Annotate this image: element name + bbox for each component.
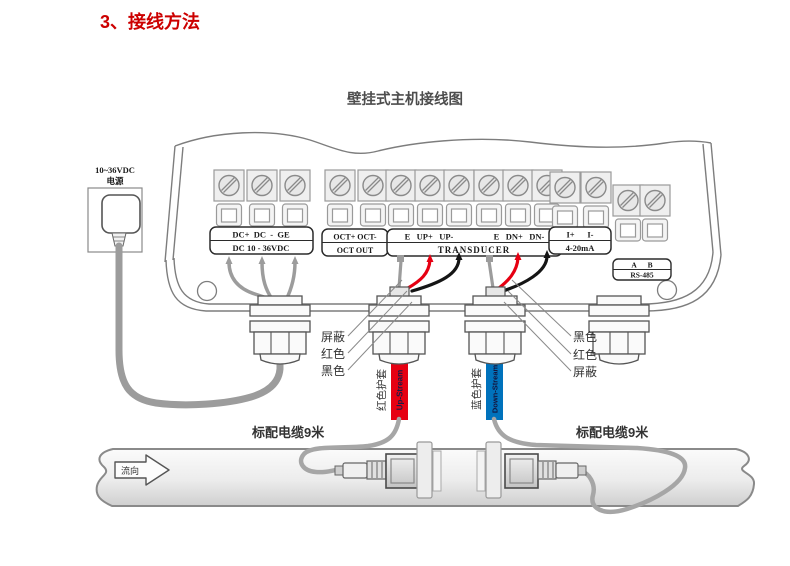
screw-hole-icon xyxy=(656,279,678,301)
cable-gland-1 xyxy=(249,295,311,365)
mounting-strap xyxy=(485,441,502,499)
svg-text:黑色: 黑色 xyxy=(321,364,345,378)
downstream-transducer xyxy=(476,441,587,499)
svg-text:DC 10 - 36VDC: DC 10 - 36VDC xyxy=(233,243,290,253)
wire-color-labels-right: 黑色 红色 屏蔽 xyxy=(503,279,597,379)
blue-sheath-label: 蓝色护套 xyxy=(470,368,483,410)
standard-cable-label-left: 标配电缆9米 xyxy=(251,425,325,440)
svg-text:I+ I-: I+ I- xyxy=(566,230,593,240)
oct-terminal-label: OCT+ OCT- OCT OUT xyxy=(321,228,389,257)
current-loop-terminal-label: I+ I- 4-20mA xyxy=(548,226,612,255)
upstream-transducer xyxy=(334,441,442,499)
cable-gland-4 xyxy=(588,295,650,365)
flow-label: 流向 xyxy=(121,465,139,476)
svg-text:4-20mA: 4-20mA xyxy=(566,243,596,253)
power-cable xyxy=(115,242,284,409)
adapter-body xyxy=(101,194,141,234)
svg-text:DC+ DC - GE: DC+ DC - GE xyxy=(232,230,290,240)
up-stream-label: Up-Stream xyxy=(396,370,405,410)
svg-text:屏蔽: 屏蔽 xyxy=(573,365,597,379)
svg-text:OCT+ OCT-: OCT+ OCT- xyxy=(333,233,376,242)
svg-text:A B: A B xyxy=(631,261,652,270)
svg-text:OCT OUT: OCT OUT xyxy=(337,246,374,255)
svg-text:红色: 红色 xyxy=(321,346,345,361)
screw-hole-icon xyxy=(196,280,218,302)
power-voltage-label: 10~36VDC xyxy=(95,165,135,175)
flow-arrow-icon: 流向 xyxy=(114,454,170,486)
section-title: 3、接线方法 xyxy=(100,11,200,32)
down-stream-label: Down-Stream xyxy=(491,365,500,414)
svg-text:黑色: 黑色 xyxy=(573,330,597,344)
cable-gland-3 xyxy=(464,295,526,365)
svg-text:TRANSDUCER: TRANSDUCER xyxy=(438,245,511,255)
upstream-signal-cable xyxy=(298,416,402,475)
red-sheath-label: 红色护套 xyxy=(375,369,388,411)
downstream-blue-cable xyxy=(486,358,503,420)
svg-text:E UP+ UP-: E UP+ UP- xyxy=(405,232,454,242)
downstream-wires xyxy=(486,250,551,293)
svg-text:屏蔽: 屏蔽 xyxy=(321,330,345,344)
upstream-red-cable xyxy=(391,358,408,420)
standard-cable-label-right: 标配电缆9米 xyxy=(575,425,649,440)
wire-color-labels-left: 屏蔽 红色 黑色 xyxy=(321,279,413,378)
svg-text:红色: 红色 xyxy=(573,347,597,362)
power-adapter: 10~36VDC 电源 xyxy=(87,165,143,253)
svg-text:E DN+ DN-: E DN+ DN- xyxy=(494,232,545,242)
downstream-signal-cable xyxy=(491,416,688,514)
cable-gland-2 xyxy=(368,295,430,365)
transducer-terminal-label: E UP+ UP- E DN+ DN- TRANSDUCER xyxy=(386,228,563,257)
terminal-labels: DC+ DC - GE DC 10 - 36VDC OCT+ OCT- OCT … xyxy=(209,226,672,281)
upstream-wires xyxy=(397,252,463,293)
mounting-strap xyxy=(416,441,433,499)
diagram-title: 壁挂式主机接线图 xyxy=(347,90,463,108)
dc-terminal-label: DC+ DC - GE DC 10 - 36VDC xyxy=(209,226,314,255)
power-label: 电源 xyxy=(106,176,124,186)
rs485-terminal-label: A B RS-485 xyxy=(612,258,672,281)
svg-text:RS-485: RS-485 xyxy=(630,271,654,280)
